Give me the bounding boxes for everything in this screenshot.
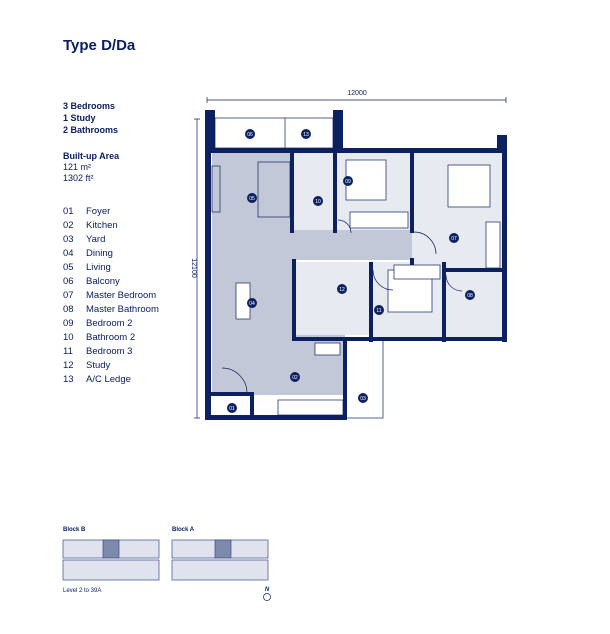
legend-number: 10: [63, 332, 74, 343]
legend-item: 08 Master Bathroom: [63, 304, 159, 318]
room-marker-label: 01: [229, 406, 235, 412]
area-heading: Built-up Area: [63, 151, 120, 161]
study-count: 1 Study: [63, 113, 96, 123]
room-marker-11: [374, 305, 384, 315]
legend-room-name: Kitchen: [86, 220, 118, 231]
room-marker-10: [313, 196, 323, 206]
bedrooms-count: 3 Bedrooms: [63, 101, 116, 111]
room-marker-label: 11: [376, 308, 381, 314]
room-marker-label: 04: [249, 301, 255, 307]
legend-room-name: Master Bathroom: [86, 304, 159, 315]
room-marker-05: [247, 193, 257, 203]
room-marker-03: [358, 393, 368, 403]
room-marker-02: [290, 372, 300, 382]
legend-number: 01: [63, 206, 74, 217]
legend-number: 05: [63, 262, 74, 273]
key-plan: [62, 539, 271, 601]
legend-room-name: Foyer: [86, 206, 111, 217]
legend-item: 03 Yard: [63, 234, 159, 248]
legend-item: 02 Kitchen: [63, 220, 159, 234]
levels-label: Level 2 to 39A: [63, 588, 101, 594]
legend-number: 02: [63, 220, 74, 231]
fixtures: [211, 117, 501, 419]
room-marker-08: [465, 290, 475, 300]
legend-number: 11: [63, 346, 73, 357]
room-marker-12: [337, 284, 347, 294]
legend-item: 04 Dining: [63, 248, 159, 262]
room-marker-label: 12: [339, 287, 345, 293]
legend-item: 07 Master Bedroom: [63, 290, 159, 304]
room-marker-04: [247, 298, 257, 308]
legend-room-name: Balcony: [86, 276, 120, 287]
room-marker-06: [245, 129, 255, 139]
height-dimension: 12100: [190, 258, 197, 278]
legend-room-name: Bedroom 3: [86, 346, 133, 357]
bathrooms-count: 2 Bathrooms: [63, 125, 119, 135]
room-marker-01: [227, 403, 237, 413]
legend-item: 10 Bathroom 2: [63, 332, 159, 346]
legend-item: 12 Study: [63, 360, 159, 374]
room-markers: 01 02 03 04 05 06 07 08 09 10 11 12 13: [227, 129, 475, 413]
block-b-label: Block B: [63, 527, 86, 533]
legend-item: 09 Bedroom 2: [63, 318, 159, 332]
unit-summary: 3 Bedrooms 1 Study 2 Bathrooms: [63, 100, 118, 136]
legend-room-name: Yard: [86, 234, 106, 245]
legend-item: 13 A/C Ledge: [63, 374, 159, 388]
area-metric: 121 m²: [63, 162, 92, 172]
legend-room-name: A/C Ledge: [86, 374, 131, 385]
legend-number: 07: [63, 290, 74, 301]
room-marker-label: 09: [345, 179, 351, 185]
room-marker-label: 02: [292, 375, 298, 381]
legend-room-name: Master Bedroom: [86, 290, 157, 301]
room-marker-09: [343, 176, 353, 186]
room-marker-label: 05: [249, 196, 255, 202]
legend-room-name: Living: [86, 262, 111, 273]
legend-number: 09: [63, 318, 74, 329]
legend-number: 06: [63, 276, 74, 287]
room-marker-07: [449, 233, 459, 243]
legend-number: 12: [63, 360, 74, 371]
legend-number: 03: [63, 234, 74, 245]
legend-item: 06 Balcony: [63, 276, 159, 290]
north-arrow-icon: N: [265, 587, 270, 593]
area-imperial: 1302 ft²: [63, 173, 94, 183]
room-legend: 01 Foyer 02 Kitchen 03 Yard 04 Dining 05 Living 06…: [63, 206, 159, 388]
legend-room-name: Bedroom 2: [86, 318, 133, 329]
room-marker-label: 06: [247, 132, 253, 138]
dimension-lines: [194, 97, 507, 419]
room-marker-label: 13: [303, 132, 309, 138]
legend-number: 13: [63, 374, 74, 385]
legend-item: 01 Foyer: [63, 206, 159, 220]
room-marker-label: 03: [360, 396, 366, 402]
room-marker-label: 08: [467, 293, 473, 299]
room-marker-label: 10: [315, 199, 321, 205]
legend-room-name: Dining: [86, 248, 113, 259]
room-marker-label: 07: [451, 236, 457, 242]
legend-item: 11 Bedroom 3: [63, 346, 159, 360]
legend-room-name: Bathroom 2: [86, 332, 136, 343]
legend-number: 08: [63, 304, 74, 315]
built-up-area: Built-up Area 121 m² 1302 ft²: [63, 150, 119, 184]
width-dimension: 12000: [347, 90, 367, 97]
page-title: Type D/Da: [63, 37, 136, 54]
legend-room-name: Study: [86, 360, 111, 371]
legend-item: 05 Living: [63, 262, 159, 276]
room-marker-13: [301, 129, 311, 139]
legend-number: 04: [63, 248, 74, 259]
block-a-label: Block A: [172, 527, 195, 533]
walls: [205, 110, 507, 420]
